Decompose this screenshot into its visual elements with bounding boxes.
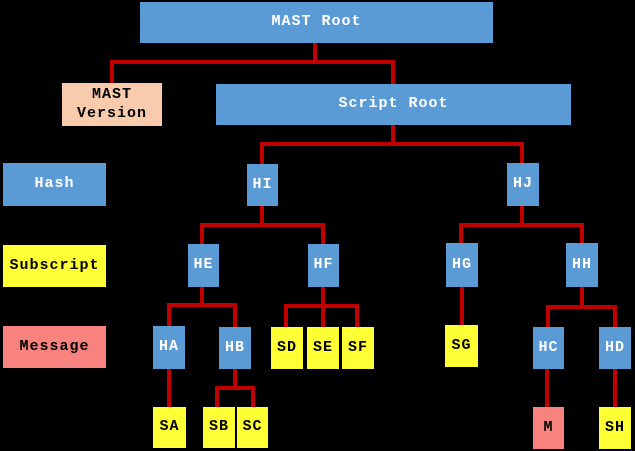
edge-drop-SF	[355, 304, 359, 327]
edge-HB-bar	[215, 386, 255, 390]
edge-drop-SC	[251, 386, 255, 407]
edge-drop-mastversion	[110, 60, 114, 83]
edge-HC-stem-to-M	[545, 369, 549, 407]
edge-drop-HJ	[520, 142, 524, 163]
node-script-root: Script Root	[216, 84, 571, 125]
edge-drop-HI	[260, 142, 264, 164]
node-HG: HG	[446, 243, 478, 287]
edge-HJ-bar	[459, 223, 584, 227]
edge-scriptroot-stem	[391, 125, 395, 146]
edge-HF-bar	[284, 304, 359, 308]
node-SG: SG	[445, 325, 478, 367]
edge-drop-HB	[233, 303, 237, 327]
edge-HD-stem-to-SH	[613, 369, 617, 407]
node-legend-subscript: Subscript	[3, 245, 106, 287]
node-HE: HE	[188, 244, 219, 287]
node-HB: HB	[219, 327, 251, 369]
edge-HI-stem	[260, 206, 264, 227]
edge-drop-SB	[215, 386, 219, 407]
node-SB: SB	[203, 407, 235, 448]
node-HI: HI	[247, 164, 278, 206]
edge-drop-scriptroot	[391, 60, 395, 84]
node-HA: HA	[153, 326, 185, 369]
node-SH: SH	[599, 407, 631, 449]
node-HD: HD	[599, 327, 631, 369]
node-SF: SF	[342, 327, 374, 369]
edge-HI-bar	[200, 223, 325, 227]
node-SA: SA	[153, 407, 186, 448]
edge-drop-HG	[459, 223, 463, 243]
node-legend-hash: Hash	[3, 163, 106, 206]
node-HC: HC	[533, 327, 564, 369]
edge-drop-HC	[546, 305, 550, 327]
node-HJ: HJ	[507, 163, 539, 206]
edge-HB-stem	[233, 369, 237, 390]
edge-scriptroot-bar	[260, 142, 524, 146]
edge-HE-stem	[200, 287, 204, 307]
edge-HA-stem-to-SA	[167, 369, 171, 407]
node-SE: SE	[307, 327, 339, 369]
node-SC: SC	[237, 407, 268, 448]
edge-HG-stem-to-SG	[460, 287, 464, 325]
node-HF: HF	[308, 244, 339, 287]
node-SD: SD	[271, 327, 303, 369]
node-mast-root: MAST Root	[140, 2, 493, 43]
edge-drop-HE	[200, 223, 204, 244]
edge-drop-HD	[613, 305, 617, 327]
node-legend-message: Message	[3, 326, 106, 368]
edge-drop-HH	[580, 223, 584, 243]
edge-drop-SD	[284, 304, 288, 327]
node-HH: HH	[566, 243, 598, 287]
edge-mastroot-bar	[110, 60, 395, 64]
edge-HJ-stem	[520, 206, 524, 227]
edge-drop-HA	[167, 303, 171, 326]
node-M: M	[533, 407, 564, 449]
edge-HE-bar	[167, 303, 237, 307]
node-mast-version: MAST Version	[62, 83, 162, 126]
edge-HH-bar	[546, 305, 617, 309]
edge-mastroot-stem	[313, 43, 317, 64]
edge-HH-stem	[580, 287, 584, 309]
edge-drop-HF	[321, 223, 325, 244]
